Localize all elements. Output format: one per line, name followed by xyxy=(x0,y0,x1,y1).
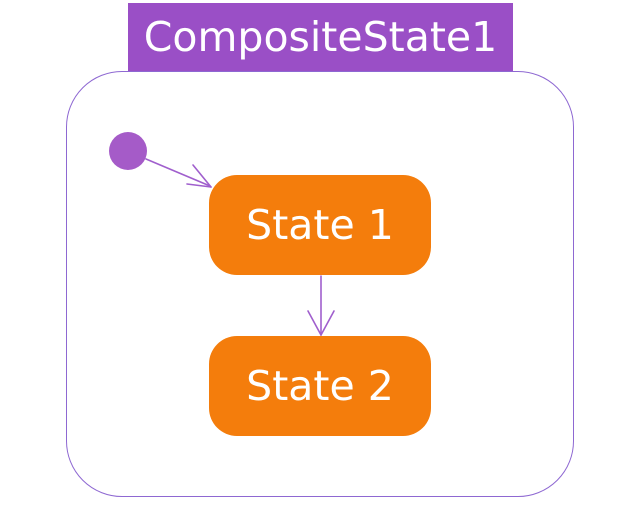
initial-state-node[interactable] xyxy=(109,132,147,170)
state-node-state1[interactable]: State 1 xyxy=(209,175,431,275)
state1-label: State 1 xyxy=(246,200,394,249)
transition-state1-to-state2[interactable] xyxy=(307,275,335,336)
state-node-state2[interactable]: State 2 xyxy=(209,336,431,436)
composite-state-header[interactable]: CompositeState1 xyxy=(128,3,513,71)
transition-initial-to-state1[interactable] xyxy=(145,158,212,188)
state2-label: State 2 xyxy=(246,361,394,410)
composite-state-title: CompositeState1 xyxy=(143,12,498,61)
